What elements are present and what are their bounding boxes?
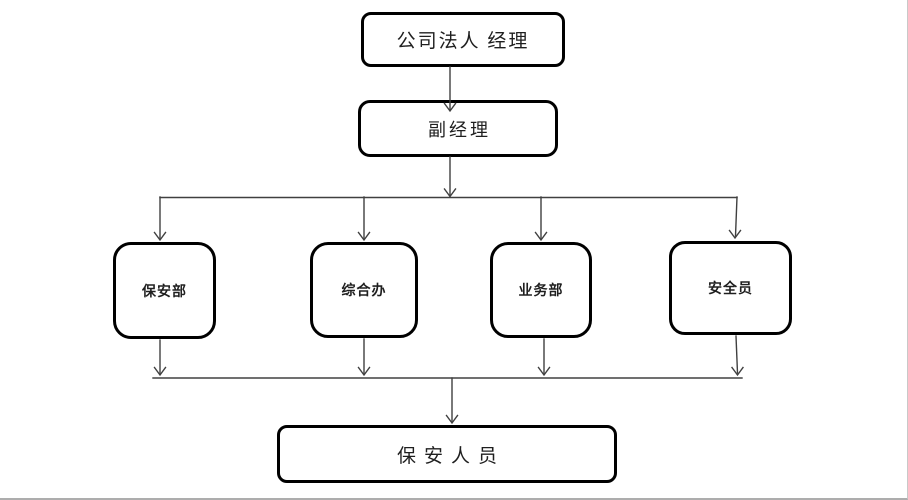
node-company-manager-label: 公司法人 经理: [396, 31, 530, 52]
node-business-dept: 业务部: [490, 242, 592, 338]
node-safety-officer-label: 安全员: [708, 282, 753, 297]
node-security-dept-label: 保安部: [142, 284, 187, 300]
arrowhead-icon: [357, 366, 371, 377]
arrowhead-icon: [537, 366, 551, 377]
node-deputy-manager: 副经理: [358, 100, 558, 157]
edge-rail-dept4: [734, 196, 738, 237]
arrowhead-icon: [153, 366, 167, 377]
node-general-office: 综合办: [310, 242, 418, 338]
node-business-dept-label: 业务部: [518, 284, 564, 299]
arrowhead-icon: [357, 231, 371, 242]
arrowhead-icon: [153, 231, 167, 242]
node-security-staff: 保安人员: [277, 425, 617, 483]
arrowhead-icon: [534, 231, 548, 242]
node-deputy-manager-label: 副经理: [428, 119, 491, 140]
node-company-manager: 公司法人 经理: [361, 12, 565, 67]
arrowhead-icon: [443, 188, 457, 198]
arrowhead-icon: [731, 366, 744, 377]
node-security-dept: 保安部: [113, 242, 216, 339]
node-security-staff-label: 保安人员: [396, 445, 505, 467]
edge-dept4-rail: [735, 335, 739, 374]
arrowhead-icon: [728, 229, 742, 240]
node-general-office-label: 综合办: [341, 284, 387, 299]
arrowhead-icon: [445, 414, 459, 425]
node-safety-officer: 安全员: [669, 241, 792, 335]
